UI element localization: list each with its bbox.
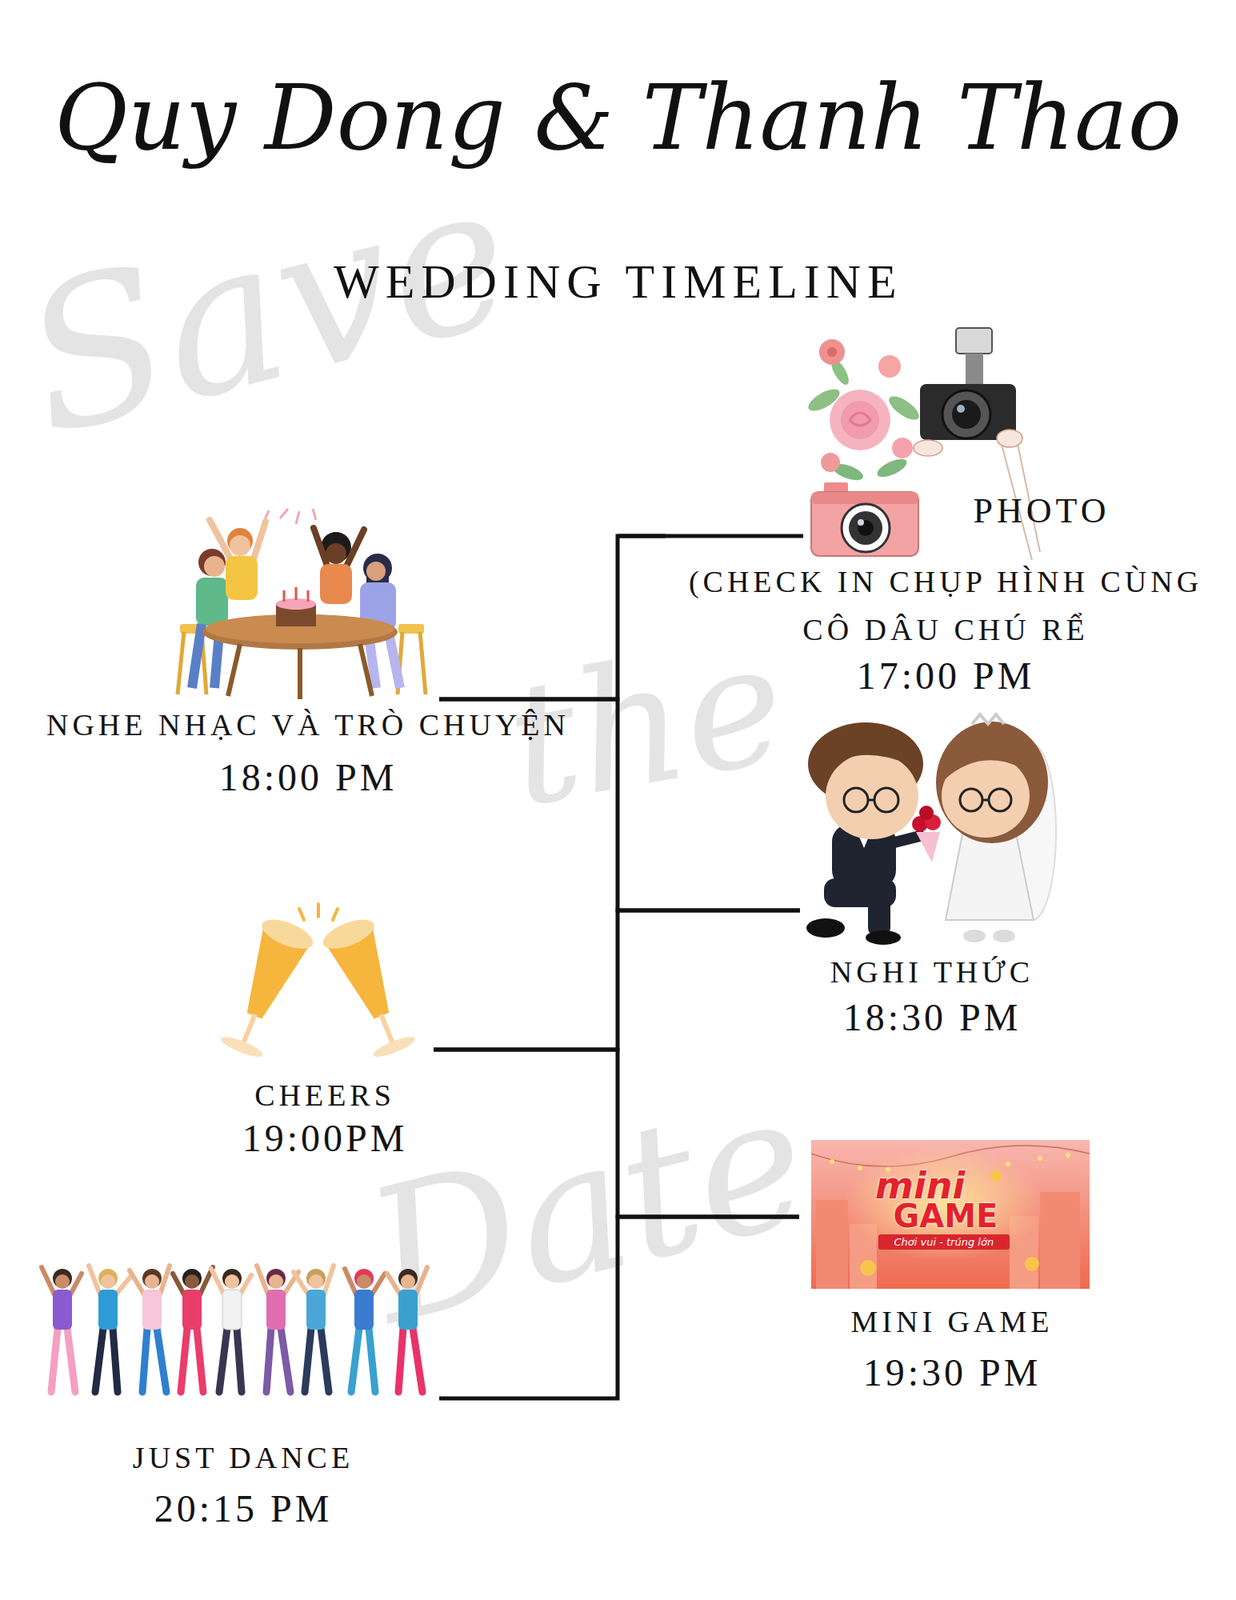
- timeline-event: NGHE NHẠC VÀ TRÒ CHUYỆN 18:00 PM: [28, 699, 588, 800]
- timeline-event: CHEERS19:00PM: [184, 1049, 466, 1161]
- event-name: NGHE NHẠC VÀ TRÒ CHUYỆN: [28, 704, 588, 746]
- timeline-connector: [433, 910, 800, 1050]
- couple-illustration: [806, 714, 1056, 945]
- event-time: 19:30 PM: [796, 1350, 1108, 1396]
- timeline-event: MINI GAME 19:30 PM: [796, 1216, 1108, 1396]
- event-name: NGHI THỨC: [796, 951, 1068, 993]
- cheers-illustration: [214, 904, 422, 1063]
- event-time: 18:00 PM: [28, 755, 588, 800]
- event-time: 18:30 PM: [796, 995, 1068, 1040]
- mini-game-banner: [811, 1140, 1090, 1289]
- flower-illustration: [804, 339, 923, 484]
- timeline-event: NGHI THỨC18:30 PM: [796, 910, 1068, 1040]
- timeline-event: PHOTO (CHECK IN CHỤP HÌNH CÙNG CÔ DÂU CHÚ…: [665, 489, 1226, 699]
- timeline-connector: [439, 1216, 800, 1399]
- event-time: 19:00PM: [184, 1116, 466, 1161]
- event-name: MINI GAME: [796, 1300, 1108, 1343]
- event-time: 17:00 PM: [665, 653, 1226, 699]
- timeline-connector: [439, 536, 666, 700]
- event-name: CHEERS: [184, 1074, 466, 1116]
- dancers-illustration: [41, 1265, 428, 1392]
- timeline-connector: [433, 1049, 800, 1217]
- wedding-title: Quy Dong & Thanh Thao: [54, 64, 1182, 172]
- event-note: (CHECK IN CHỤP HÌNH CÙNG CÔ DÂU CHÚ RỂ: [665, 557, 1226, 654]
- event-time: 20:15 PM: [43, 1486, 444, 1532]
- event-name: JUST DANCE: [43, 1436, 444, 1479]
- game-banner-slogan: Chơi vui - trúng lớn: [894, 1236, 995, 1249]
- subtitle: WEDDING TIMELINE: [333, 253, 904, 310]
- game-banner-text: GAME: [893, 1198, 999, 1234]
- pink-camera-illustration: [811, 482, 919, 556]
- watermark: Date: [350, 1056, 827, 1360]
- party-illustration: [177, 508, 426, 700]
- timeline-event: JUST DANCE 20:15 PM: [43, 1398, 444, 1532]
- event-name: PHOTO: [665, 489, 1226, 533]
